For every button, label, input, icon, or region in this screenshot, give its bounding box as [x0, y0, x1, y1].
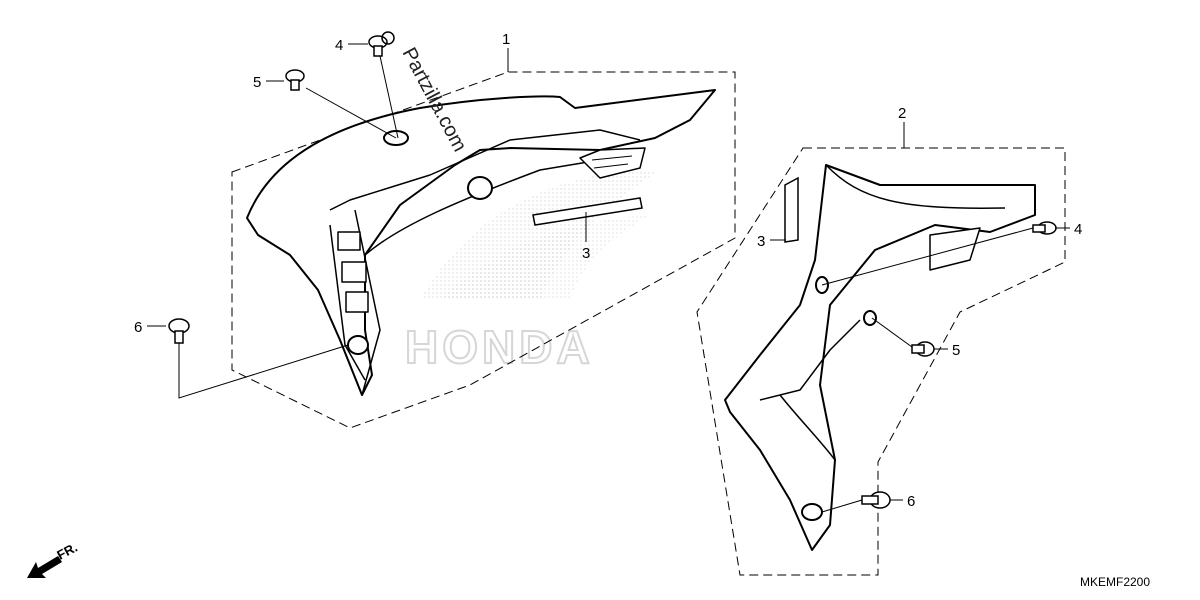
left-decal-strip	[532, 197, 643, 226]
honda-logo-text: HONDA	[405, 321, 594, 373]
front-indicator: FR.	[27, 540, 80, 578]
callout-5-right: 5	[952, 342, 960, 359]
callout-6-left: 6	[134, 319, 142, 336]
bolt-5-right	[911, 341, 935, 357]
callout-2: 2	[898, 105, 906, 122]
bolt-5-left	[285, 69, 305, 91]
bolt-4-right	[1032, 221, 1057, 235]
leader-lines	[147, 43, 1070, 513]
callout-4-left: 4	[335, 37, 343, 54]
callout-5-left: 5	[253, 74, 261, 91]
part-2-boundary	[696, 147, 1066, 576]
diagram-code: MKEMF2200	[1080, 575, 1150, 589]
bolt-6-right	[861, 491, 891, 509]
fastener-bolts	[168, 31, 1057, 509]
part-1-boundary	[231, 71, 736, 429]
bolt-6-left	[168, 318, 190, 344]
callout-6-right: 6	[907, 493, 915, 510]
front-arrow-icon	[27, 556, 62, 578]
callout-1: 1	[502, 31, 510, 48]
honda-wing-logo	[420, 170, 660, 300]
callout-3-left: 3	[582, 245, 590, 262]
callout-4-right: 4	[1074, 221, 1082, 238]
callout-3-right: 3	[757, 233, 765, 250]
right-decal-strip	[784, 176, 799, 243]
bolt-4-left	[368, 31, 395, 57]
left-radiator-shroud	[246, 89, 716, 396]
right-radiator-shroud	[724, 164, 1036, 551]
